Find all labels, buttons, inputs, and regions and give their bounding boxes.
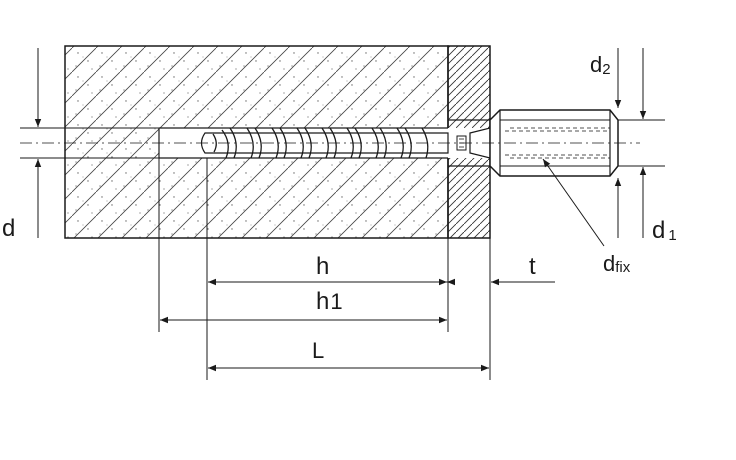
label-L: L <box>312 338 324 363</box>
dim-d <box>20 48 159 238</box>
label-d: d <box>2 215 15 242</box>
label-h1: h1 <box>316 288 343 315</box>
label-h: h <box>316 253 329 280</box>
label-d2: d2 <box>590 52 611 78</box>
dim-d2-d1 <box>614 48 665 238</box>
label-dfix: dfix <box>603 251 631 276</box>
label-t: t <box>529 253 536 280</box>
dim-dfix-leader <box>542 158 605 247</box>
